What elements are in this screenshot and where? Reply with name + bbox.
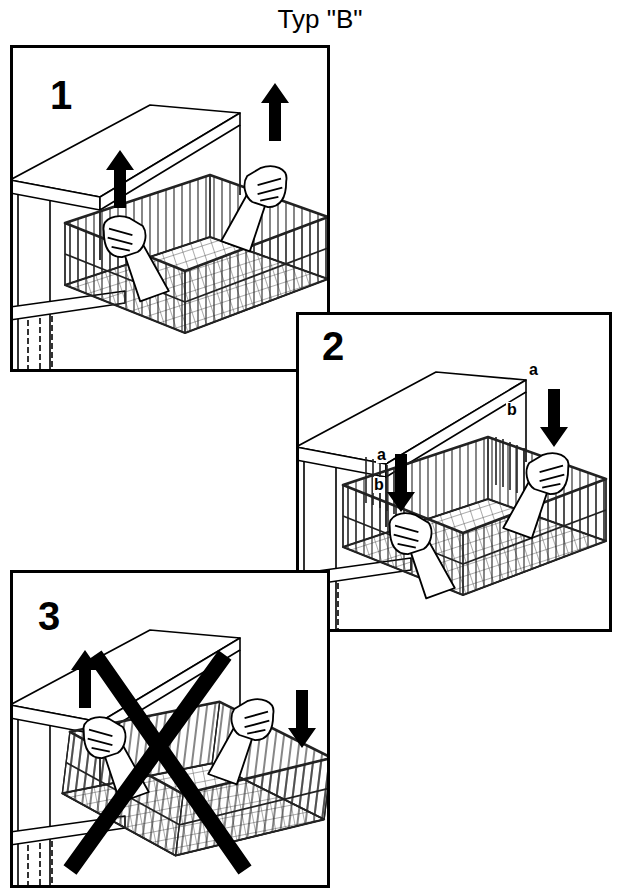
step-number: 2: [322, 326, 344, 366]
step-2-picture: [296, 312, 612, 642]
motion-step-letter: b: [506, 402, 518, 418]
step-panel: 1: [10, 45, 330, 372]
step-3-picture: [10, 570, 337, 893]
step-1-picture: [10, 45, 330, 375]
diagram-title: Typ "B": [256, 5, 363, 34]
step-number: 1: [50, 75, 72, 115]
step-number: 3: [38, 596, 60, 636]
title-box: Typ "B": [0, 5, 618, 34]
motion-step-letter: a: [376, 447, 387, 463]
step-panel: 2: [296, 312, 612, 632]
motion-step-letter: a: [528, 362, 539, 378]
step-panel: 3: [10, 570, 330, 888]
motion-step-letter: b: [373, 477, 385, 493]
